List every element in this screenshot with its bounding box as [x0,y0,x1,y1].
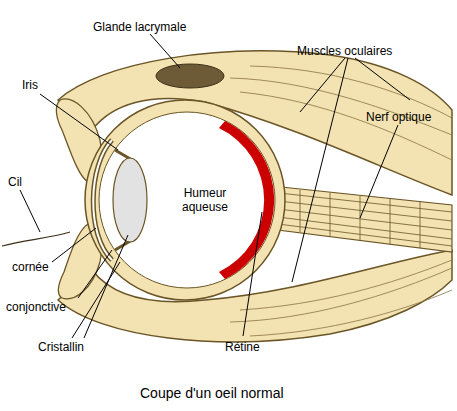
part-label: Humeur aqueuse [172,186,238,214]
part-label: Iris [22,78,38,92]
cornea-inner [93,140,112,260]
part-label: Cil [8,175,22,189]
nerve-fibres [270,190,452,248]
caption: Coupe d'un oeil normal [140,385,284,401]
part-label: Nerf optique [366,110,431,124]
leader-lines [20,34,410,338]
part-label: Muscles oculaires [297,44,392,58]
cornea [93,140,112,260]
part-label: Glande lacrymale [93,20,186,34]
optic-nerve [262,185,452,252]
part-label: Rétine [225,340,260,354]
part-label: Cristallin [38,340,84,354]
lens [113,158,147,242]
vitreous [99,112,275,288]
part-label: conjonctive [6,300,66,314]
part-label: cornée [12,260,49,274]
lacrimal-gland [156,64,224,88]
eyelash [2,232,70,246]
